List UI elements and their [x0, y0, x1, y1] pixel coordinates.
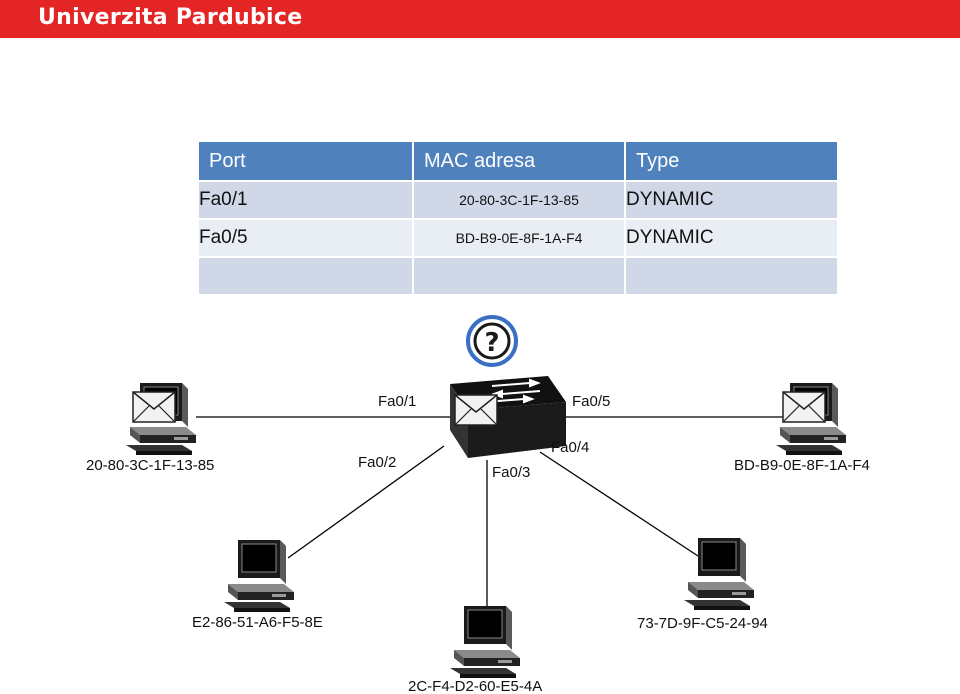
- cell-type: [624, 256, 837, 294]
- port-label-fa04: Fa0/4: [551, 439, 589, 456]
- envelope-icon: [132, 391, 176, 423]
- network-links: [196, 416, 786, 610]
- column-header-mac: MAC adresa: [412, 142, 624, 180]
- port-label-fa02: Fa0/2: [358, 454, 396, 471]
- port-label-fa05: Fa0/5: [572, 393, 610, 410]
- mac-address-table: Port MAC adresa Type Fa0/1 20-80-3C-1F-1…: [199, 142, 837, 294]
- svg-text:?: ?: [484, 328, 499, 358]
- envelope-icon: [782, 391, 826, 423]
- host-right-pc: [775, 382, 847, 456]
- column-header-type: Type: [624, 142, 837, 180]
- port-label-fa03: Fa0/3: [492, 464, 530, 481]
- host-mac-right: BD-B9-0E-8F-1A-F4: [734, 457, 870, 474]
- table-row: Fa0/5 BD-B9-0E-8F-1A-F4 DYNAMIC: [199, 218, 837, 256]
- link-fa04: [539, 451, 699, 557]
- university-title: Univerzita Pardubice: [38, 5, 303, 30]
- question-icon: ?: [466, 315, 518, 367]
- cell-port: Fa0/1: [199, 180, 412, 218]
- host-bottom-right-pc: [683, 537, 755, 611]
- cell-mac: [412, 256, 624, 294]
- cell-type: DYNAMIC: [624, 218, 837, 256]
- header-banner: Univerzita Pardubice: [0, 0, 960, 38]
- cell-mac: 20-80-3C-1F-13-85: [412, 180, 624, 218]
- cell-type: DYNAMIC: [624, 180, 837, 218]
- column-header-port: Port: [199, 142, 412, 180]
- host-mac-bottom-left: E2-86-51-A6-F5-8E: [192, 614, 323, 631]
- table-header-row: Port MAC adresa Type: [199, 142, 837, 180]
- host-mac-bottom-center: 2C-F4-D2-60-E5-4A: [408, 678, 542, 694]
- envelope-icon: [454, 394, 498, 426]
- link-fa02: [287, 445, 445, 559]
- cell-port: [199, 256, 412, 294]
- host-bottom-left-pc: [223, 539, 295, 613]
- host-mac-left: 20-80-3C-1F-13-85: [86, 457, 214, 474]
- host-left-pc: [125, 382, 197, 456]
- host-mac-bottom-right: 73-7D-9F-C5-24-94: [637, 615, 768, 632]
- host-bottom-center-pc: [449, 605, 521, 679]
- port-label-fa01: Fa0/1: [378, 393, 416, 410]
- cell-port: Fa0/5: [199, 218, 412, 256]
- table-row: [199, 256, 837, 294]
- switch-icon: [450, 376, 566, 458]
- cell-mac: BD-B9-0E-8F-1A-F4: [412, 218, 624, 256]
- table-row: Fa0/1 20-80-3C-1F-13-85 DYNAMIC: [199, 180, 837, 218]
